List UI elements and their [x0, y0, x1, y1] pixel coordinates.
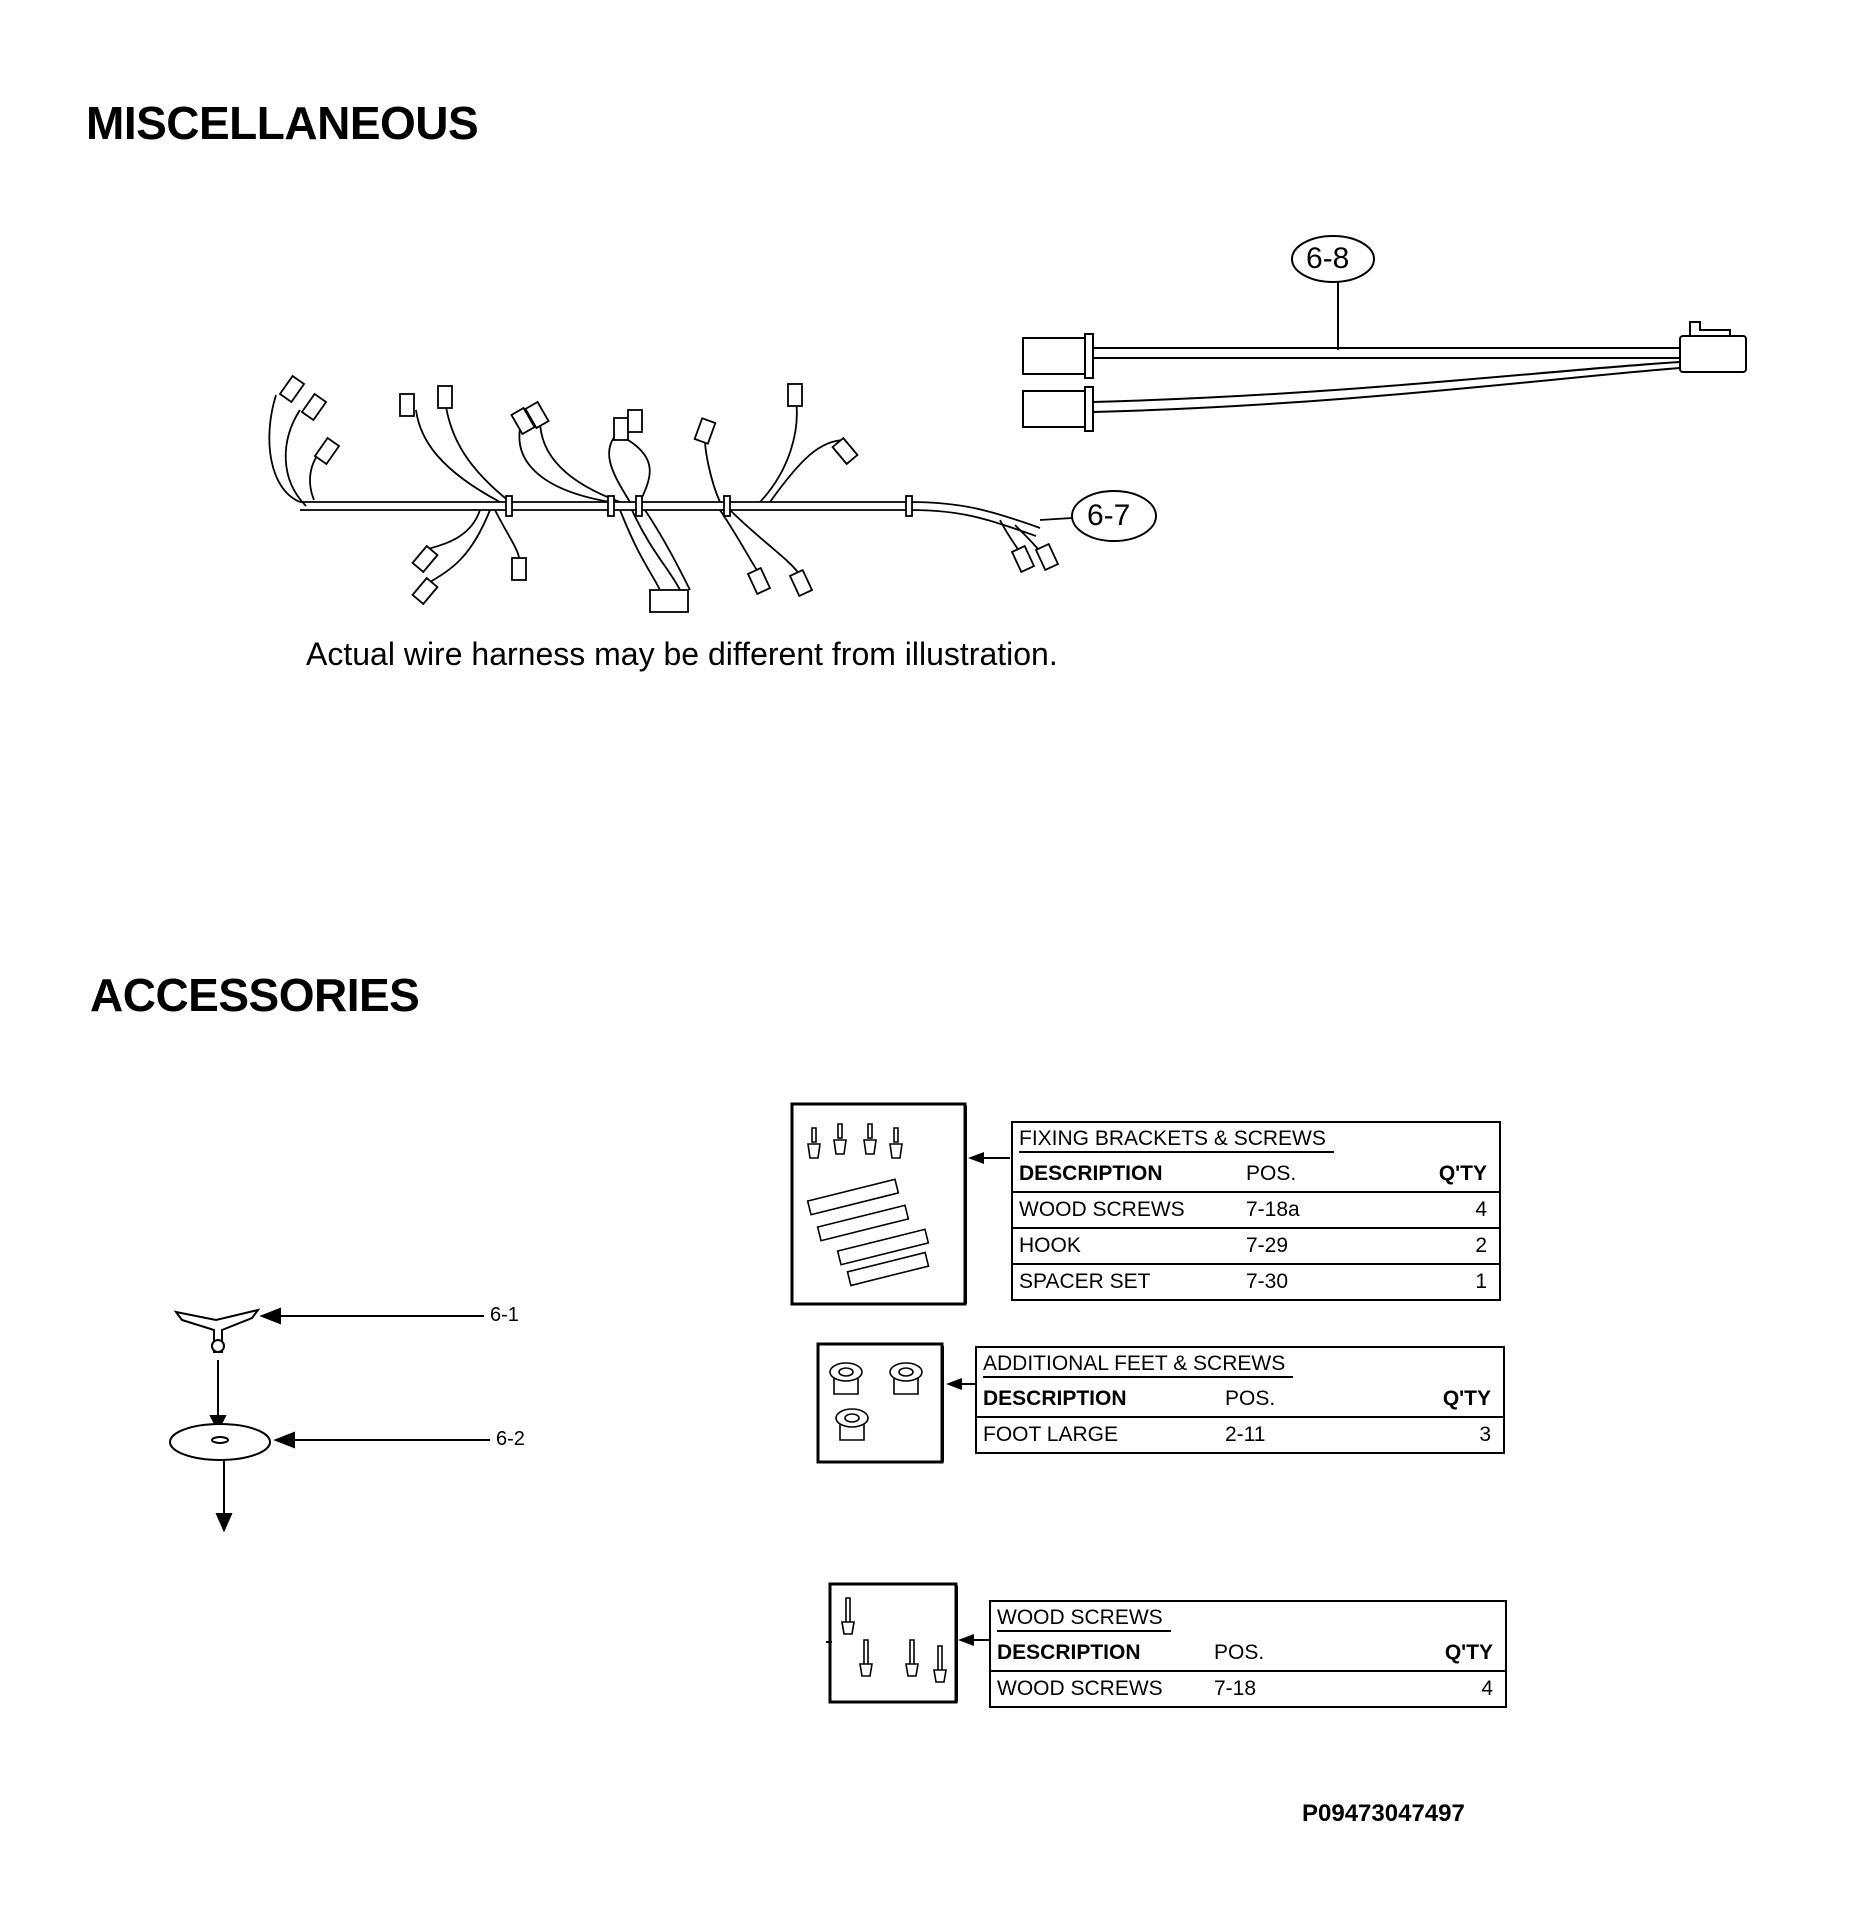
turntable-support [173, 1308, 261, 1433]
row-description: WOOD SCREWS [1012, 1191, 1240, 1228]
column-header-description: DESCRIPTION [1019, 1162, 1163, 1185]
row-qty: 1 [1402, 1263, 1500, 1300]
row-pos: 7-18a [1240, 1191, 1402, 1228]
column-header-pos: POS. [1214, 1641, 1265, 1664]
table-row: WOOD SCREWS 7-18a 4 [1012, 1191, 1500, 1228]
row-pos: 7-29 [1240, 1227, 1402, 1264]
accessories-heading: ACCESSORIES [90, 969, 420, 1021]
additional-feet-table: ADDITIONAL FEET & SCREWS DESCRIPTION POS… [975, 1346, 1505, 1454]
fixing-brackets-image [790, 1102, 967, 1306]
callout-6-1: 6-1 [490, 1304, 519, 1326]
row-description: SPACER SET [1012, 1263, 1240, 1300]
column-header-pos: POS. [1225, 1387, 1276, 1410]
column-header-qty: Q'TY [1438, 1162, 1487, 1185]
table-title: FIXING BRACKETS & SCREWS [1012, 1122, 1500, 1157]
row-pos: 7-18 [1208, 1670, 1400, 1707]
small-wire-harness [1022, 282, 1747, 432]
row-qty: 4 [1400, 1670, 1506, 1707]
table-row: SPACER SET 7-30 1 [1012, 1263, 1500, 1300]
turntable-plate [169, 1423, 271, 1533]
table-row: FOOT LARGE 2-11 3 [976, 1416, 1504, 1453]
harness-note: Actual wire harness may be different fro… [306, 636, 1058, 672]
main-wire-harness [268, 374, 1073, 613]
table-title: ADDITIONAL FEET & SCREWS [976, 1347, 1504, 1382]
additional-feet-image [816, 1342, 944, 1464]
row-description: WOOD SCREWS [990, 1670, 1208, 1707]
table-title: WOOD SCREWS [990, 1601, 1506, 1636]
fixing-brackets-table: FIXING BRACKETS & SCREWS DESCRIPTION POS… [1011, 1121, 1501, 1301]
row-qty: 2 [1402, 1227, 1500, 1264]
callout-6-2: 6-2 [496, 1428, 525, 1450]
column-header-description: DESCRIPTION [997, 1641, 1141, 1664]
document-code: P09473047497 [1302, 1800, 1465, 1827]
callout-6-8: 6-8 [1306, 242, 1350, 275]
row-pos: 2-11 [1219, 1416, 1401, 1453]
callout-bubble-6-7 [1071, 490, 1157, 542]
table-row: WOOD SCREWS 7-18 4 [990, 1670, 1506, 1707]
column-header-qty: Q'TY [1442, 1387, 1491, 1410]
row-qty: 4 [1402, 1191, 1500, 1228]
callout-bubble-6-8 [1291, 235, 1375, 283]
row-pos: 7-30 [1240, 1263, 1402, 1300]
wood-screws-table: WOOD SCREWS DESCRIPTION POS. Q'TY WOOD S… [989, 1600, 1507, 1708]
wood-screws-image [826, 1582, 958, 1704]
column-header-description: DESCRIPTION [983, 1387, 1127, 1410]
column-header-pos: POS. [1246, 1162, 1297, 1185]
table-row: HOOK 7-29 2 [1012, 1227, 1500, 1264]
miscellaneous-heading: MISCELLANEOUS [86, 97, 479, 149]
row-qty: 3 [1401, 1416, 1504, 1453]
leader-lines [259, 1307, 490, 1449]
column-header-qty: Q'TY [1444, 1641, 1493, 1664]
callout-6-7: 6-7 [1087, 499, 1131, 532]
row-description: HOOK [1012, 1227, 1240, 1264]
row-description: FOOT LARGE [976, 1416, 1219, 1453]
